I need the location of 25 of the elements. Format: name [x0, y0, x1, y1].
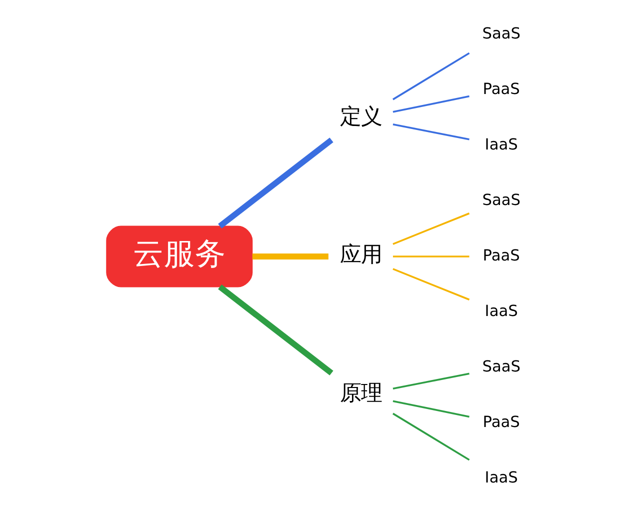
connector — [392, 123, 470, 140]
connector — [252, 254, 328, 260]
node-text: IaaS — [484, 468, 518, 487]
node-text: SaaS — [482, 24, 521, 42]
connector — [392, 95, 470, 113]
node-text: SaaS — [482, 358, 521, 376]
connector — [392, 268, 470, 300]
connector — [218, 138, 334, 228]
node-text: 应用 — [340, 242, 382, 267]
connector — [218, 284, 334, 376]
connector — [392, 256, 470, 258]
connector — [392, 212, 470, 245]
node-text: IaaS — [484, 135, 518, 154]
node-text: 原理 — [340, 380, 382, 405]
node-text: IaaS — [484, 302, 518, 320]
node-text: SaaS — [482, 190, 521, 209]
node-text: PaaS — [482, 246, 520, 265]
connector — [392, 400, 470, 418]
node-text: 定义 — [340, 104, 382, 128]
node-text: PaaS — [482, 413, 520, 432]
connector — [392, 412, 470, 461]
connector — [392, 372, 470, 390]
node-text: PaaS — [482, 80, 520, 98]
connector — [392, 52, 470, 100]
node-box: 云服务 — [106, 226, 253, 288]
